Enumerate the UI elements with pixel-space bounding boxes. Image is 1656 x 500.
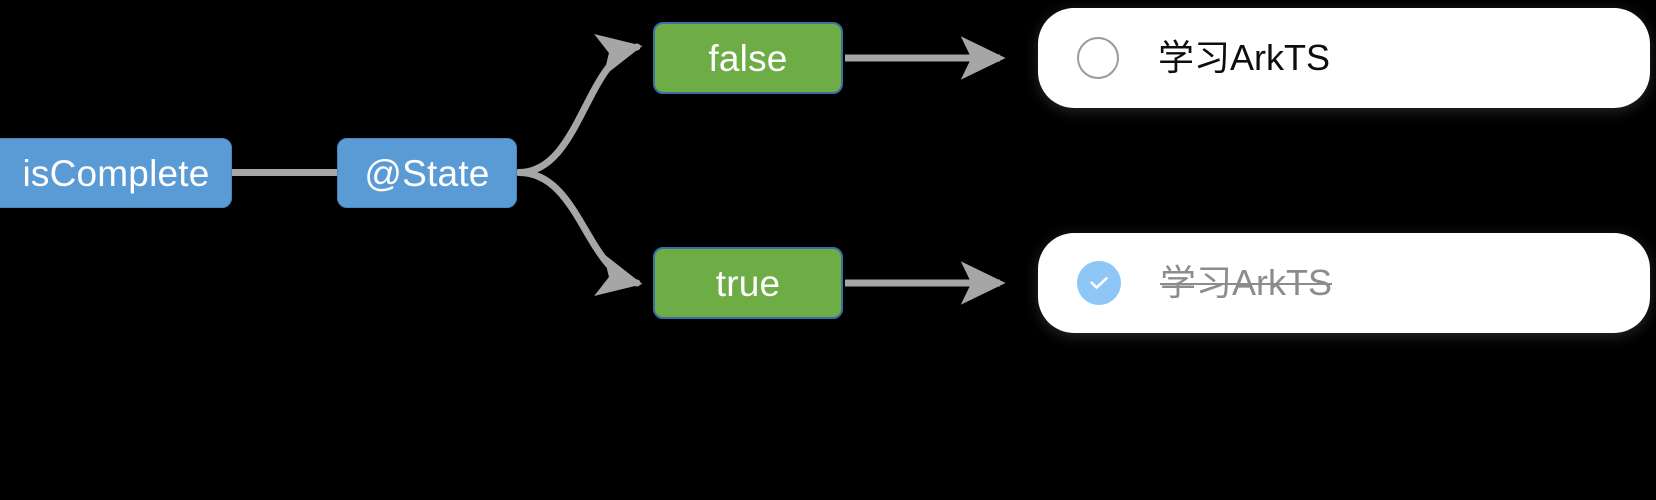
edge-state-true [515, 169, 643, 296]
node-iscomplete: isComplete [0, 138, 232, 208]
check-circle-icon[interactable] [1077, 261, 1121, 305]
checkmark-glyph [1090, 277, 1108, 289]
node-state-label: @State [364, 152, 490, 194]
todo-label-checked: 学习ArkTS [1160, 262, 1333, 303]
node-iscomplete-label: isComplete [22, 152, 210, 194]
node-state: @State [337, 138, 517, 208]
edge-state-false [515, 34, 643, 176]
circle-outline-icon[interactable] [1077, 37, 1119, 79]
node-false: false [653, 22, 843, 94]
node-true: true [653, 247, 843, 319]
node-true-label: true [715, 262, 781, 304]
todo-label-unchecked: 学习ArkTS [1158, 37, 1331, 78]
todo-card-unchecked[interactable]: 学习ArkTS [1038, 8, 1650, 108]
todo-card-checked[interactable]: 学习ArkTS [1038, 233, 1650, 333]
node-false-label: false [708, 37, 788, 79]
